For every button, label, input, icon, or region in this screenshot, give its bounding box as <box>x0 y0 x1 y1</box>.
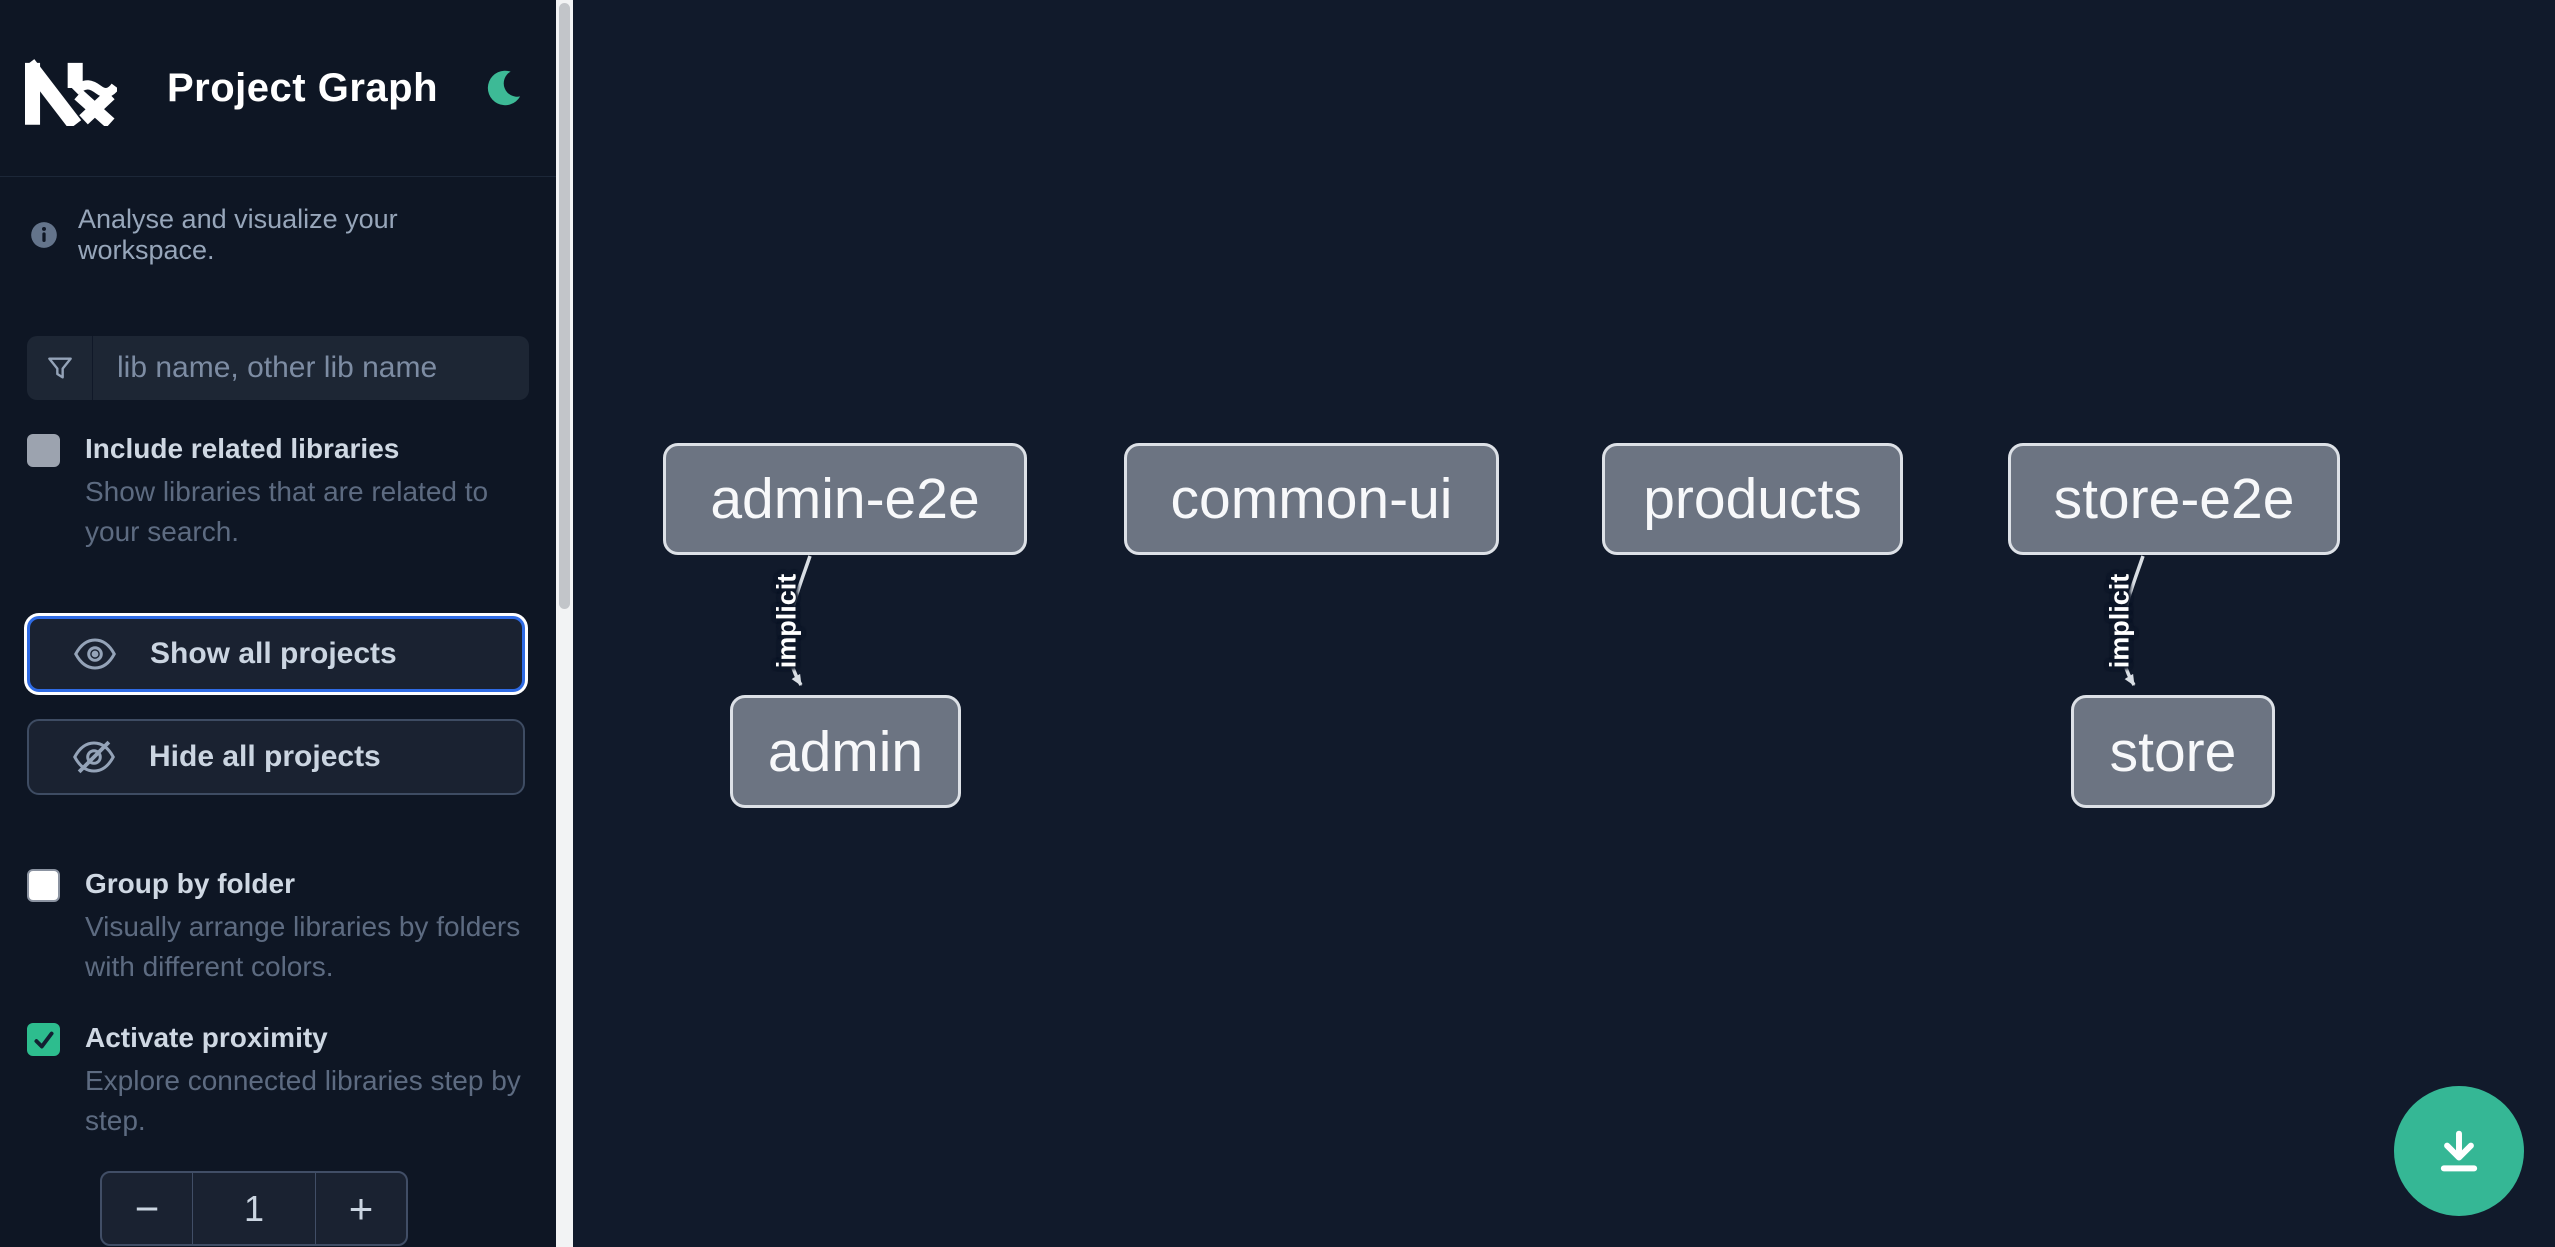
edge-admin-e2e-to-admin <box>786 555 812 686</box>
edge-label-implicit: implicit <box>2104 573 2135 669</box>
graph-node-products[interactable]: products <box>1602 443 1903 555</box>
funnel-filter-icon <box>47 357 72 379</box>
graph-edges <box>786 555 2145 686</box>
toggle-description: Show libraries that are related to your … <box>85 476 489 547</box>
theme-toggle-button[interactable] <box>482 65 528 111</box>
hide-all-projects-label: Hide all projects <box>149 740 381 773</box>
filter-icon-cell <box>27 336 93 400</box>
decrement-button[interactable]: − <box>102 1173 192 1244</box>
edge-store-e2e-to-store <box>2119 555 2145 686</box>
toggle-include-related-libraries: Include related libraries Show libraries… <box>27 432 529 552</box>
graph-node-admin-e2e[interactable]: admin-e2e <box>663 443 1027 555</box>
toggle-description: Visually arrange libraries by folders wi… <box>85 911 521 982</box>
proximity-depth-stepper: − 1 + <box>100 1171 408 1246</box>
graph-node-store[interactable]: store <box>2071 695 2275 808</box>
graph-node-admin[interactable]: admin <box>730 695 961 808</box>
info-text: Analyse and visualize your workspace. <box>78 204 398 265</box>
toggle-label[interactable]: Activate proximity <box>85 1022 328 1053</box>
download-icon <box>2440 1130 2478 1172</box>
increment-button[interactable]: + <box>316 1173 406 1244</box>
checkbox-activate-proximity[interactable] <box>27 1023 60 1056</box>
search-input[interactable] <box>93 336 529 400</box>
checkbox-include-related[interactable] <box>27 434 60 467</box>
toggle-group-by-folder: Group by folder Visually arrange librari… <box>27 867 529 987</box>
sidebar-scrollbar-thumb[interactable] <box>559 3 570 609</box>
toggle-description: Explore connected libraries step by step… <box>85 1065 521 1136</box>
page-title: Project Graph <box>167 65 439 110</box>
checkmark-icon <box>33 1031 54 1048</box>
show-all-projects-button[interactable]: Show all projects <box>27 616 525 692</box>
eye-off-icon <box>73 740 115 774</box>
show-all-projects-label: Show all projects <box>150 637 397 670</box>
sidebar-scrollbar-track <box>556 0 573 1247</box>
graph-node-store-e2e[interactable]: store-e2e <box>2008 443 2340 555</box>
download-graph-button[interactable] <box>2394 1086 2524 1216</box>
graph-canvas[interactable]: implicit implicit admin-e2e common-ui pr… <box>573 0 2555 1247</box>
checkbox-group-by-folder[interactable] <box>27 869 60 902</box>
hide-all-projects-button[interactable]: Hide all projects <box>27 719 525 795</box>
toggle-label[interactable]: Include related libraries <box>85 433 400 464</box>
eye-icon <box>74 638 116 670</box>
moon-icon <box>487 70 521 106</box>
sidebar-header: Project Graph <box>0 0 556 177</box>
graph-node-common-ui[interactable]: common-ui <box>1124 443 1499 555</box>
stepper-value[interactable]: 1 <box>192 1173 316 1244</box>
sidebar: Project Graph Analyse and visualize your… <box>0 0 556 1247</box>
info-icon <box>31 222 57 248</box>
workspace-info-row: Analyse and visualize your workspace. <box>30 204 529 266</box>
nx-logo-icon <box>25 59 117 126</box>
search-box <box>27 336 529 400</box>
toggle-activate-proximity: Activate proximity Explore connected lib… <box>27 1021 529 1141</box>
toggle-label[interactable]: Group by folder <box>85 868 295 899</box>
edge-label-implicit: implicit <box>771 573 802 669</box>
